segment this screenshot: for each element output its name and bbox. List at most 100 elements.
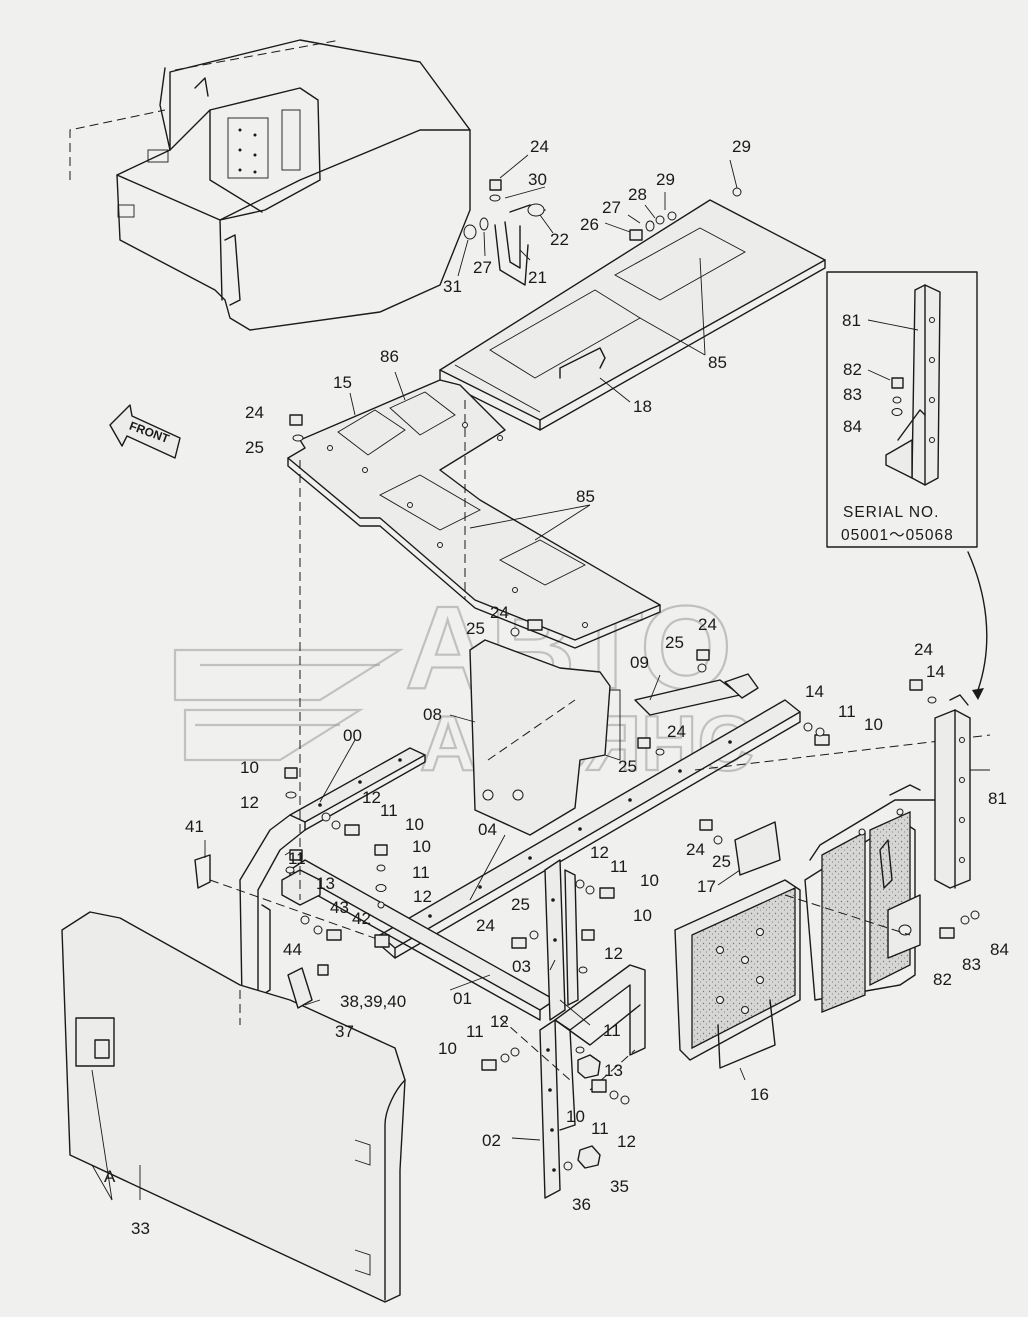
label-22: 22 bbox=[550, 230, 569, 249]
frame-01-03-02 bbox=[289, 859, 646, 1199]
label-10g: 10 bbox=[438, 1039, 457, 1058]
serial-number-title: SERIAL NO. bbox=[843, 504, 939, 521]
label-16: 16 bbox=[750, 1085, 769, 1104]
label-09: 09 bbox=[630, 653, 649, 672]
front-direction-arrow: FRONT bbox=[109, 404, 181, 459]
label-04: 04 bbox=[478, 820, 497, 839]
label-26: 26 bbox=[580, 215, 599, 234]
label-86: 86 bbox=[380, 347, 399, 366]
label-21: 21 bbox=[528, 268, 547, 287]
label-13a: 13 bbox=[316, 874, 335, 893]
label-12g: 12 bbox=[617, 1132, 636, 1151]
label-13b: 13 bbox=[604, 1061, 623, 1080]
label-12d: 12 bbox=[590, 843, 609, 862]
watermark-wings-icon bbox=[173, 648, 404, 762]
label-25d: 25 bbox=[618, 757, 637, 776]
label-31: 31 bbox=[443, 277, 462, 296]
label-12c: 12 bbox=[413, 887, 432, 906]
label-24e: 24 bbox=[667, 722, 686, 741]
label-15: 15 bbox=[333, 373, 352, 392]
inset-arrow-head-icon bbox=[972, 688, 984, 700]
label-14a: 14 bbox=[805, 682, 824, 701]
label-81a: 81 bbox=[842, 311, 861, 330]
leader-lines bbox=[91, 154, 990, 1201]
label-A: A bbox=[104, 1167, 116, 1186]
label-29b: 29 bbox=[656, 170, 675, 189]
label-85b: 85 bbox=[576, 487, 595, 506]
label-85a: 85 bbox=[708, 353, 727, 372]
label-10a: 10 bbox=[864, 715, 883, 734]
label-24a: 24 bbox=[530, 137, 549, 156]
label-41: 41 bbox=[185, 817, 204, 836]
label-84a: 84 bbox=[843, 417, 862, 436]
label-11g: 11 bbox=[603, 1021, 621, 1040]
label-12e: 12 bbox=[604, 944, 623, 963]
label-42: 42 bbox=[352, 909, 371, 928]
label-24c: 24 bbox=[490, 603, 509, 622]
label-30: 30 bbox=[528, 170, 547, 189]
watermark: АВТО АЛЬЯНС bbox=[173, 581, 755, 788]
label-18: 18 bbox=[633, 397, 652, 416]
label-43: 43 bbox=[330, 898, 349, 917]
label-11h: 11 bbox=[591, 1119, 609, 1138]
label-11d: 11 bbox=[412, 863, 430, 882]
top-cover-assembly bbox=[69, 39, 471, 331]
label-84b: 84 bbox=[990, 940, 1009, 959]
label-11b: 11 bbox=[380, 801, 398, 820]
label-37: 37 bbox=[335, 1022, 354, 1041]
label-28: 28 bbox=[628, 185, 647, 204]
label-00: 00 bbox=[343, 726, 362, 745]
inset-pointer-arrow bbox=[967, 551, 988, 691]
inset-serial-detail: SERIAL NO. 05001～05068 bbox=[826, 271, 978, 548]
label-02: 02 bbox=[482, 1131, 501, 1150]
label-12a: 12 bbox=[240, 793, 259, 812]
label-08: 08 bbox=[423, 705, 442, 724]
label-12b: 12 bbox=[362, 788, 381, 807]
label-11a: 11 bbox=[838, 702, 856, 721]
serial-number-range: 05001～05068 bbox=[841, 527, 954, 544]
label-14b: 14 bbox=[926, 662, 945, 681]
label-03: 03 bbox=[512, 957, 531, 976]
label-25b: 25 bbox=[466, 619, 485, 638]
label-11e: 11 bbox=[610, 857, 628, 876]
label-27b: 27 bbox=[602, 198, 621, 217]
hardware-fasteners bbox=[194, 460, 980, 1171]
label-24d: 24 bbox=[698, 615, 717, 634]
part-labels: 24 30 22 21 27 31 29 29 28 27 26 85 18 8… bbox=[104, 137, 1009, 1238]
label-17: 17 bbox=[697, 877, 716, 896]
label-83b: 83 bbox=[962, 955, 981, 974]
label-12f: 12 bbox=[490, 1012, 509, 1031]
label-24g: 24 bbox=[686, 840, 705, 859]
label-10c: 10 bbox=[405, 815, 424, 834]
label-27a: 27 bbox=[473, 258, 492, 277]
label-10h: 10 bbox=[566, 1107, 585, 1126]
label-82a: 82 bbox=[843, 360, 862, 379]
label-83a: 83 bbox=[843, 385, 862, 404]
label-25f: 25 bbox=[511, 895, 530, 914]
label-36: 36 bbox=[572, 1195, 591, 1214]
panel-16 bbox=[674, 784, 941, 1069]
handle-bracket-parts bbox=[463, 179, 546, 286]
label-81b: 81 bbox=[988, 789, 1007, 808]
label-29a: 29 bbox=[732, 137, 751, 156]
cover-plate-18 bbox=[439, 187, 826, 431]
side-panel-33 bbox=[61, 879, 406, 1303]
label-10b: 10 bbox=[240, 758, 259, 777]
label-25e: 25 bbox=[712, 852, 731, 871]
bracket-81 bbox=[909, 679, 971, 889]
label-38-39-40: 38,39,40 bbox=[340, 992, 406, 1011]
label-11f: 11 bbox=[466, 1022, 484, 1041]
label-11c: 11 bbox=[288, 849, 306, 868]
label-25c: 25 bbox=[665, 633, 684, 652]
label-44: 44 bbox=[283, 940, 302, 959]
label-24b: 24 bbox=[245, 403, 264, 422]
label-24f: 24 bbox=[914, 640, 933, 659]
label-33: 33 bbox=[131, 1219, 150, 1238]
bracket-08 bbox=[469, 639, 621, 836]
part-09 bbox=[634, 649, 759, 716]
label-10d: 10 bbox=[412, 837, 431, 856]
label-01: 01 bbox=[453, 989, 472, 1008]
label-25a: 25 bbox=[245, 438, 264, 457]
